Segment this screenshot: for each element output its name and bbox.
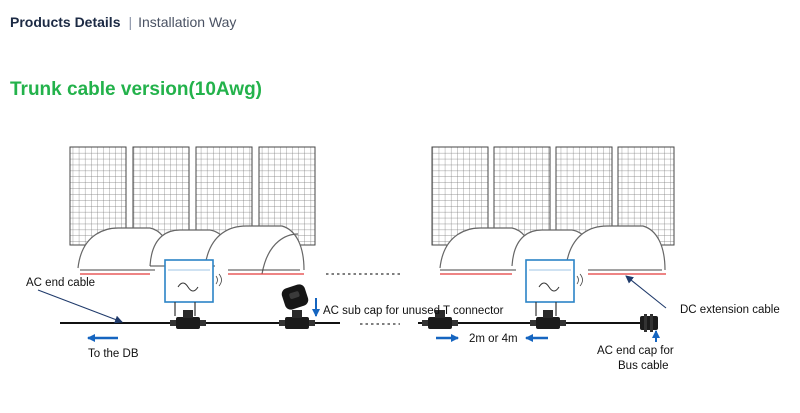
sub-cap-icon: [281, 284, 309, 310]
ac-end-cable-label: AC end cable: [26, 277, 95, 289]
t-connector-icon: [422, 310, 458, 329]
t-connector-icon: [279, 310, 315, 329]
right-array: [431, 146, 675, 316]
ac-end-cable-pointer: [37, 289, 123, 324]
left-array: [69, 146, 316, 316]
microinverter-icon: [525, 259, 583, 316]
ac-sub-cap-label: AC sub cap for unused T connector: [323, 305, 504, 317]
to-the-db-label: To the DB: [88, 348, 139, 360]
microinverter-icon: [164, 259, 222, 316]
end-cap-icon: [640, 314, 658, 332]
breadcrumb-separator: |: [128, 14, 133, 30]
breadcrumb: Products Details | Installation Way: [10, 14, 236, 30]
breadcrumb-title: Products Details: [10, 14, 121, 30]
dc-extension-pointer: [625, 275, 667, 309]
ac-end-cap-label-line2: Bus cable: [618, 360, 669, 372]
distance-label: 2m or 4m: [469, 333, 518, 345]
t-connector-icon: [170, 310, 206, 329]
ac-end-cap-label-line1: AC end cap for: [597, 345, 674, 357]
section-title: Trunk cable version(10Awg): [10, 79, 263, 100]
t-connector-icon: [530, 310, 566, 329]
breadcrumb-subtitle: Installation Way: [138, 14, 237, 30]
dc-extension-label: DC extension cable: [680, 304, 780, 316]
